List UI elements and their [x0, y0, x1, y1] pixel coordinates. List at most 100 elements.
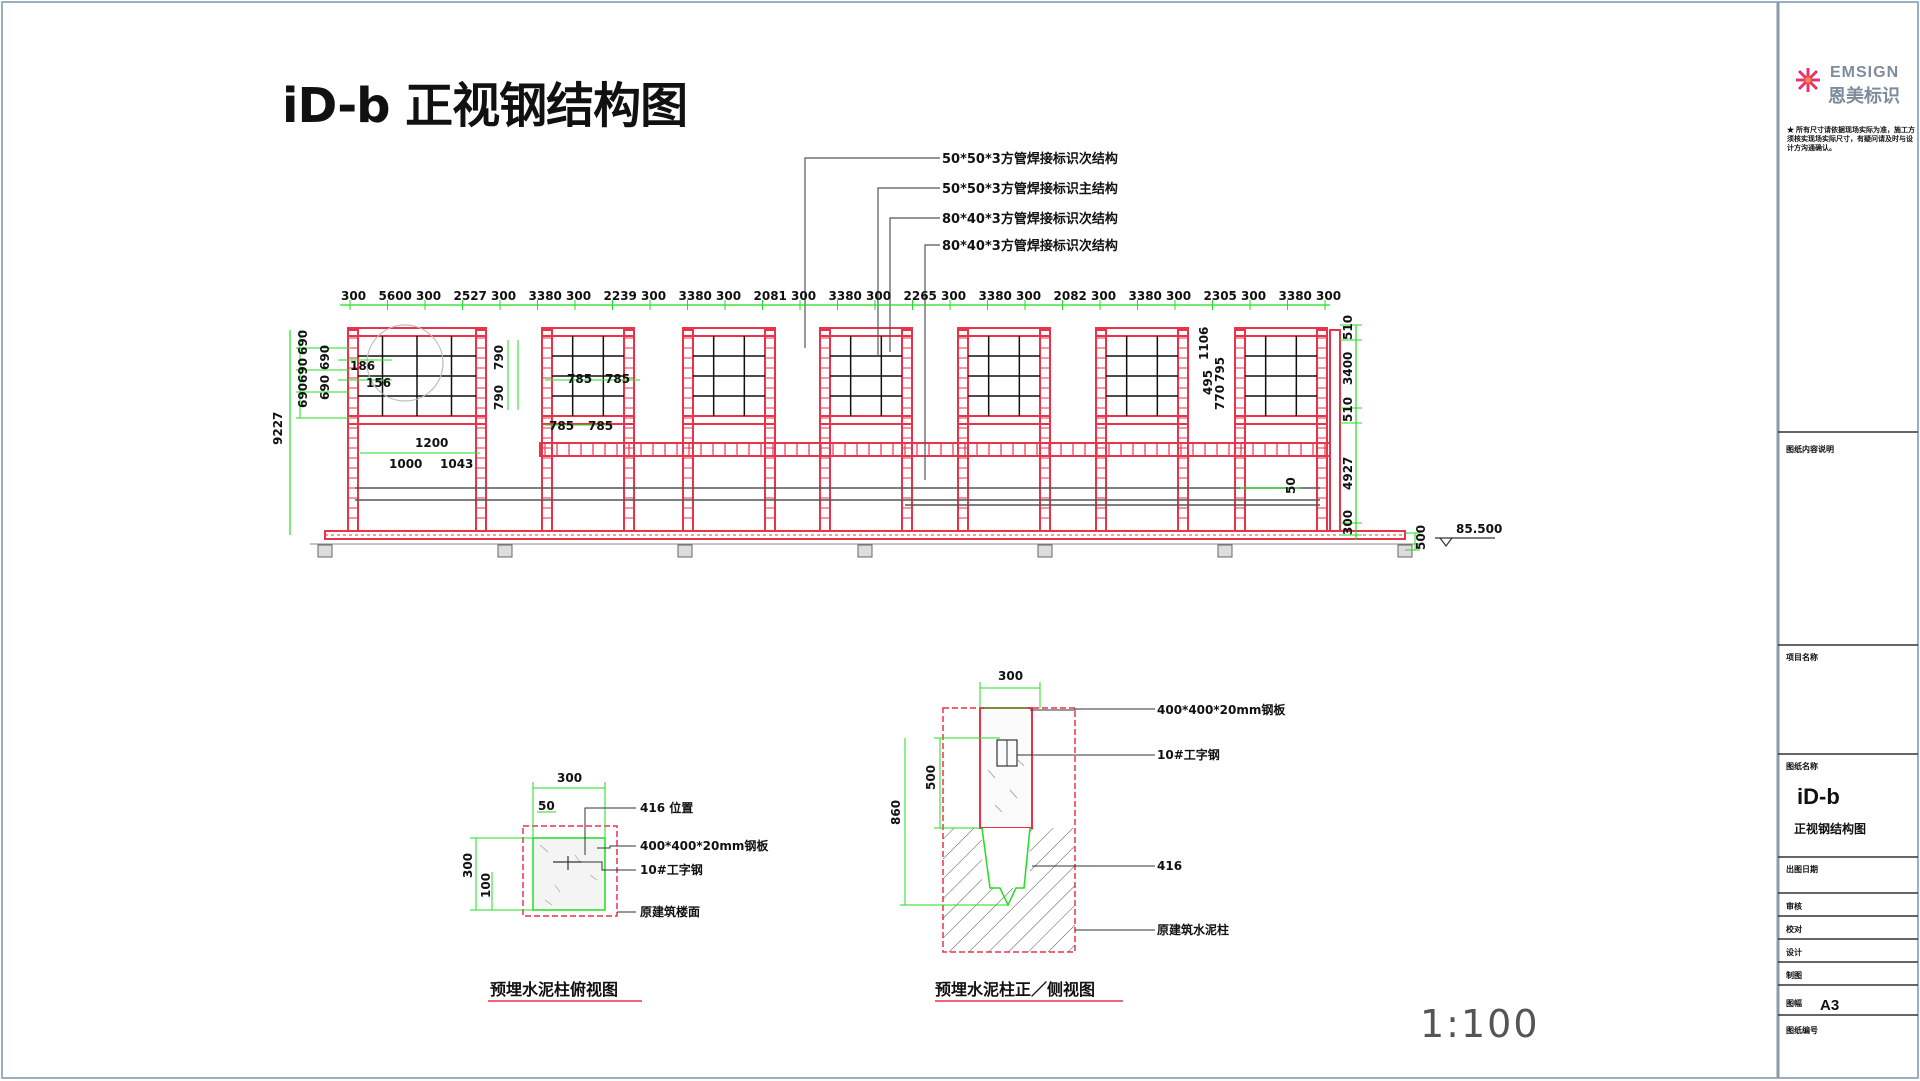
title-block-note: ★ 所有尺寸请依据现场实际为准，施工方须核实现场实际尺寸，有疑问请及时与设计方沟… — [1787, 127, 1915, 152]
top-dim-13: 3380 — [829, 289, 862, 303]
dim-690-d: 690 — [318, 345, 332, 370]
tb-field-date: 出图日期 — [1786, 865, 1818, 874]
dim-795: 795 — [1213, 357, 1227, 382]
top-dim-8: 300 — [641, 289, 666, 303]
section-caption: 预埋水泥柱正／侧视图 — [935, 980, 1095, 999]
dim-1200: 1200 — [415, 436, 448, 450]
top-dim-12: 300 — [791, 289, 816, 303]
section-dim-860: 860 — [889, 800, 903, 825]
plan-dim-50: 50 — [538, 799, 555, 813]
top-dim-18: 300 — [1016, 289, 1041, 303]
top-dim-21: 3380 — [1129, 289, 1162, 303]
dim-785-c: 785 — [549, 419, 574, 433]
steel-frames — [317, 324, 1413, 558]
detail-plan: 300 50 300 100 416 位置 400*400*20mm钢板 10#… — [461, 771, 769, 1002]
dim-300-right: 300 — [1341, 510, 1355, 535]
frame-4 — [819, 327, 913, 532]
footing-3 — [677, 544, 693, 558]
title-block-lines — [1778, 431, 1918, 1016]
footing-2 — [497, 544, 513, 558]
elevation-value: 85.500 — [1456, 522, 1502, 536]
long-horizontal-beam — [539, 442, 1331, 457]
tb-field-check: 校对 — [1786, 925, 1802, 934]
plan-dim-100: 100 — [479, 873, 493, 898]
footing-7 — [1397, 544, 1413, 558]
tb-field-name: 图纸名称 — [1786, 762, 1818, 771]
top-dim-25: 3380 — [1279, 289, 1312, 303]
top-dim-1: 5600 — [379, 289, 412, 303]
frame-3 — [682, 327, 776, 532]
dim-1106: 1106 — [1197, 327, 1211, 360]
tb-field-draw: 制图 — [1786, 971, 1802, 980]
logo-outline-circle — [366, 324, 444, 402]
tb-field-project: 项目名称 — [1786, 653, 1818, 662]
logo-text-en: EMSIGN — [1830, 64, 1900, 81]
tb-field-review: 审核 — [1786, 902, 1802, 911]
overall-height-dim: 9227 — [271, 412, 285, 445]
frame-1 — [347, 327, 487, 532]
frame-7 — [1234, 327, 1328, 532]
top-dim-26: 300 — [1316, 289, 1341, 303]
top-dim-19: 2082 — [1054, 289, 1087, 303]
tb-field-design: 设计 — [1786, 948, 1802, 957]
detail-section: 300 500 860 400*400*20mm钢板 10#工字钢 416 原建… — [889, 669, 1286, 1002]
plan-label-416: 416 位置 — [640, 800, 693, 815]
dim-790-b: 790 — [492, 385, 506, 410]
dim-785-b: 785 — [605, 372, 630, 386]
top-dim-11: 2081 — [754, 289, 787, 303]
elevation-marker-icon — [1435, 537, 1495, 547]
footing-6 — [1217, 544, 1233, 558]
dim-690-c: 690 — [296, 383, 310, 408]
plan-label-floor: 原建筑楼面 — [640, 904, 700, 919]
top-dim-3: 2527 — [454, 289, 487, 303]
tb-drawing-name: 正视钢结构图 — [1794, 822, 1867, 836]
top-dim-24: 300 — [1241, 289, 1266, 303]
tb-field-number: 图纸编号 — [1786, 1026, 1818, 1035]
frame-6 — [1095, 327, 1189, 532]
main-elevation: 50*50*3方管焊接标识次结构 50*50*3方管焊接标识主结构 80*40*… — [271, 151, 1502, 558]
section-dim-300: 300 — [998, 669, 1023, 683]
section-label-column: 原建筑水泥柱 — [1157, 922, 1229, 937]
dim-785-d: 785 — [588, 419, 613, 433]
plan-dim-300-top: 300 — [557, 771, 582, 785]
dim-770: 770 — [1213, 385, 1227, 410]
dim-690-e: 690 — [318, 375, 332, 400]
dim-500-right: 500 — [1414, 525, 1428, 550]
top-dim-5: 3380 — [529, 289, 562, 303]
dim-790-a: 790 — [492, 345, 506, 370]
top-dim-20: 300 — [1091, 289, 1116, 303]
plan-label-plate: 400*400*20mm钢板 — [640, 838, 769, 853]
top-dim-14: 300 — [866, 289, 891, 303]
top-dim-10: 300 — [716, 289, 741, 303]
footing-1 — [317, 544, 333, 558]
plan-caption: 预埋水泥柱俯视图 — [490, 980, 618, 999]
dim-690-b: 690 — [296, 358, 310, 383]
callout-2: 50*50*3方管焊接标识主结构 — [942, 181, 1118, 197]
dim-4927: 4927 — [1341, 457, 1355, 490]
callout-leaders — [804, 157, 940, 480]
internal-beams — [355, 487, 1320, 506]
top-dim-0: 300 — [341, 289, 366, 303]
dim-50: 50 — [1284, 477, 1298, 494]
section-label-plate: 400*400*20mm钢板 — [1157, 702, 1286, 717]
plan-dim-300-side: 300 — [461, 853, 475, 878]
dim-1043: 1043 — [440, 457, 473, 471]
section-dim-500: 500 — [924, 765, 938, 790]
plan-plate — [532, 837, 606, 911]
dim-495: 495 — [1201, 370, 1215, 395]
top-dim-2: 300 — [416, 289, 441, 303]
top-dim-7: 2239 — [604, 289, 637, 303]
section-label-416: 416 — [1157, 859, 1182, 873]
section-column — [979, 707, 1033, 829]
dim-186: 186 — [350, 359, 375, 373]
callout-4: 80*40*3方管焊接标识次结构 — [942, 238, 1118, 254]
section-label-ibeam: 10#工字钢 — [1157, 747, 1220, 762]
logo-mark-icon — [1796, 68, 1820, 92]
footing-4 — [857, 544, 873, 558]
top-dim-16: 300 — [941, 289, 966, 303]
callout-3: 80*40*3方管焊接标识次结构 — [942, 211, 1118, 227]
top-dim-23: 2305 — [1204, 289, 1237, 303]
